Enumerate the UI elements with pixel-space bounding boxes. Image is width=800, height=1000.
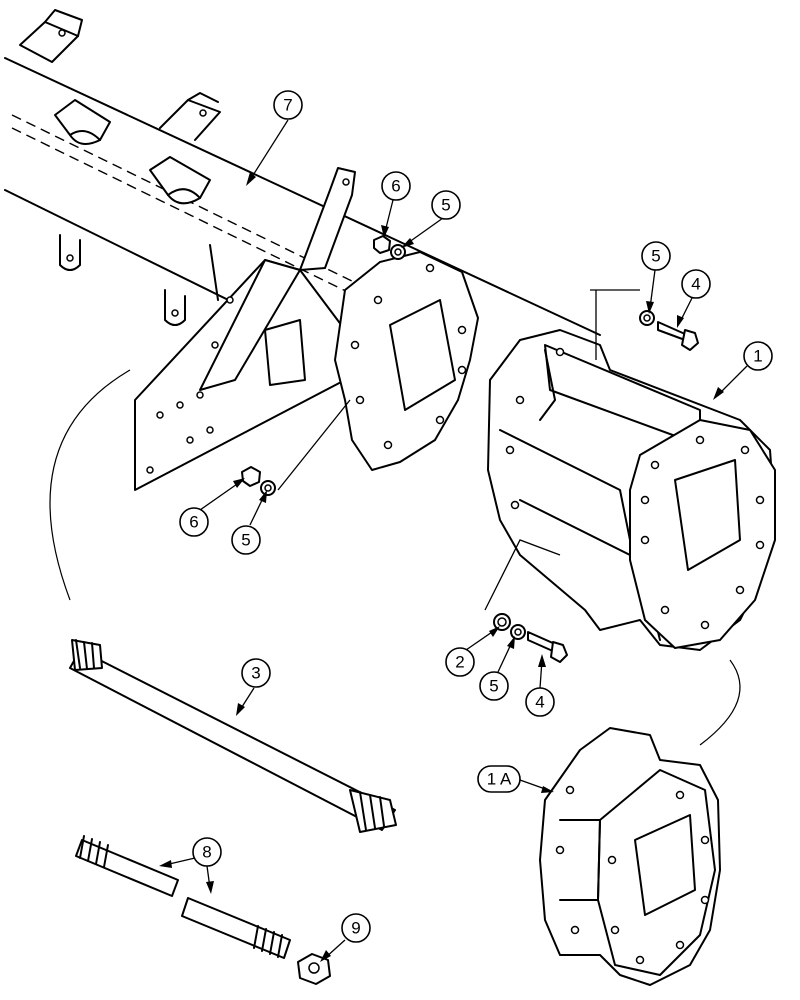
assembly-arc-left	[49, 369, 131, 601]
svg-text:5: 5	[489, 677, 498, 696]
flange-plate	[334, 251, 479, 471]
leader-lower-washer	[277, 399, 351, 491]
callout-1: 1	[713, 341, 773, 400]
bolt-right	[657, 321, 699, 351]
snap-ring	[493, 613, 511, 631]
svg-text:5: 5	[651, 247, 660, 266]
drive-shaft	[69, 639, 397, 833]
callout-7: 7	[246, 90, 303, 186]
callout-8: 8	[159, 837, 222, 894]
gearbox-housing	[487, 329, 776, 651]
hex-nut	[297, 953, 331, 985]
callout-3: 3	[236, 658, 271, 716]
callout-5-lower: 5	[231, 490, 267, 555]
mounting-plate	[134, 167, 356, 491]
svg-text:4: 4	[691, 275, 700, 294]
nut-lower	[241, 466, 261, 487]
svg-text:9: 9	[351, 919, 360, 938]
svg-text:2: 2	[455, 653, 464, 672]
svg-text:6: 6	[391, 177, 400, 196]
washer-lower	[260, 480, 276, 496]
callout-4-right: 4	[677, 269, 711, 328]
bolt-bottom	[527, 631, 568, 663]
callout-2: 2	[445, 626, 500, 677]
svg-text:5: 5	[241, 531, 250, 550]
washer-right	[639, 310, 655, 326]
spring-rod-lower	[181, 897, 291, 959]
callout-5-upper: 5	[401, 190, 461, 248]
washer-bottom	[510, 624, 526, 640]
washer-upper	[390, 244, 406, 260]
svg-text:3: 3	[251, 664, 260, 683]
svg-text:5: 5	[441, 196, 450, 215]
svg-text:1 A: 1 A	[487, 770, 512, 789]
svg-text:8: 8	[202, 843, 211, 862]
callout-1a: 1 A	[477, 765, 554, 793]
callout-6-upper: 6	[381, 171, 411, 238]
svg-text:1: 1	[753, 347, 762, 366]
svg-text:6: 6	[189, 513, 198, 532]
callout-5-bottom: 5	[479, 636, 515, 701]
gearbox-housing-alt	[539, 727, 721, 986]
leader-snap-ring	[484, 539, 561, 611]
callout-5-right: 5	[641, 241, 671, 314]
svg-text:4: 4	[535, 693, 544, 712]
main-frame-tube	[4, 9, 601, 351]
spring-rod-upper	[75, 835, 179, 897]
callout-4-bottom: 4	[525, 654, 555, 717]
assembly-arc-right	[699, 659, 741, 746]
nut-upper	[373, 235, 391, 254]
leader-housing-bolt	[590, 289, 640, 360]
svg-text:7: 7	[283, 96, 292, 115]
callout-6-lower: 6	[179, 478, 245, 537]
callout-9: 9	[320, 913, 371, 962]
